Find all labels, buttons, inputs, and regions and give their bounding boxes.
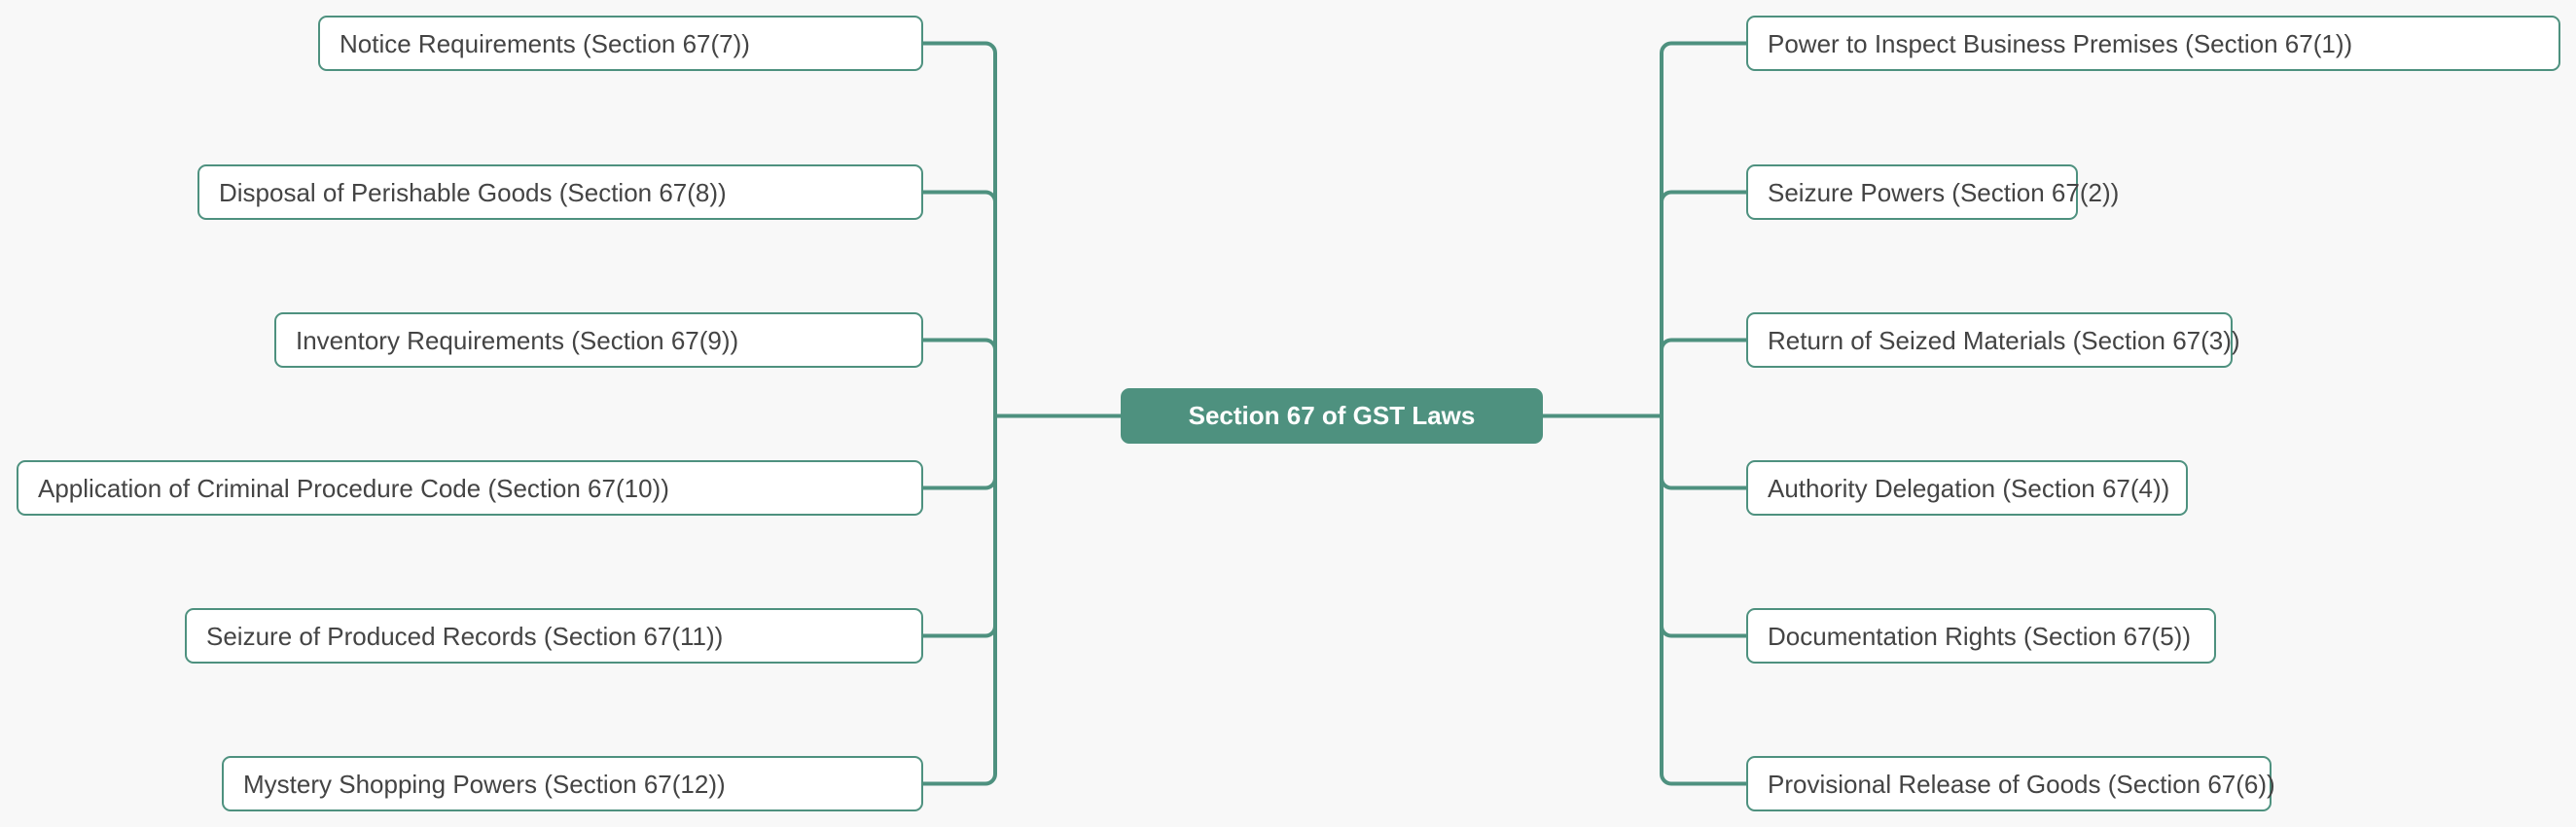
mindmap-node-left-6[interactable]: Mystery Shopping Powers (Section 67(12)) bbox=[222, 756, 923, 811]
connector-left-4 bbox=[921, 414, 997, 490]
connector-left-2 bbox=[921, 190, 997, 418]
mindmap-node-right-6[interactable]: Provisional Release of Goods (Section 67… bbox=[1746, 756, 2275, 811]
connector-left-1 bbox=[921, 41, 997, 418]
mindmap-node-left-1[interactable]: Notice Requirements (Section 67(7)) bbox=[318, 16, 923, 71]
mindmap-node-label: Application of Criminal Procedure Code (… bbox=[38, 473, 669, 503]
mindmap-node-right-4[interactable]: Authority Delegation (Section 67(4)) bbox=[1746, 460, 2188, 516]
mindmap-node-label: Seizure of Produced Records (Section 67(… bbox=[206, 621, 724, 651]
mindmap-node-label: Provisional Release of Goods (Section 67… bbox=[1768, 769, 2275, 799]
mindmap-node-label: Return of Seized Materials (Section 67(3… bbox=[1768, 325, 2240, 355]
mindmap-node-label: Mystery Shopping Powers (Section 67(12)) bbox=[243, 769, 726, 799]
mindmap-node-label: Documentation Rights (Section 67(5)) bbox=[1768, 621, 2191, 651]
mindmap-node-left-2[interactable]: Disposal of Perishable Goods (Section 67… bbox=[197, 164, 923, 220]
mindmap-node-left-4[interactable]: Application of Criminal Procedure Code (… bbox=[17, 460, 923, 516]
connector-right-4 bbox=[1660, 414, 1748, 490]
mindmap-node-right-1[interactable]: Power to Inspect Business Premises (Sect… bbox=[1746, 16, 2560, 71]
mindmap-node-label: Seizure Powers (Section 67(2)) bbox=[1768, 177, 2120, 207]
connector-right-1 bbox=[1660, 41, 1748, 418]
connector-right-5 bbox=[1660, 414, 1748, 638]
mindmap-node-label: Inventory Requirements (Section 67(9)) bbox=[296, 325, 739, 355]
mindmap-node-label: Authority Delegation (Section 67(4)) bbox=[1768, 473, 2170, 503]
connector-left-6 bbox=[921, 414, 997, 786]
mindmap-node-label: Notice Requirements (Section 67(7)) bbox=[340, 28, 750, 58]
connector-left-3 bbox=[921, 338, 997, 418]
connector-right-3 bbox=[1660, 338, 1748, 418]
mindmap-node-right-3[interactable]: Return of Seized Materials (Section 67(3… bbox=[1746, 312, 2240, 368]
mindmap-node-right-2[interactable]: Seizure Powers (Section 67(2)) bbox=[1746, 164, 2119, 220]
mindmap-node-right-5[interactable]: Documentation Rights (Section 67(5)) bbox=[1746, 608, 2216, 664]
root-node-label: Section 67 of GST Laws bbox=[1188, 401, 1476, 430]
mindmap-node-label: Disposal of Perishable Goods (Section 67… bbox=[219, 177, 727, 207]
mindmap-node-left-3[interactable]: Inventory Requirements (Section 67(9)) bbox=[274, 312, 923, 368]
mindmap-node-label: Power to Inspect Business Premises (Sect… bbox=[1768, 28, 2353, 58]
connector-right-2 bbox=[1660, 190, 1748, 418]
connector-left-5 bbox=[921, 414, 997, 638]
mindmap-node-left-5[interactable]: Seizure of Produced Records (Section 67(… bbox=[185, 608, 923, 664]
connector-right-6 bbox=[1660, 414, 1748, 786]
root-node[interactable]: Section 67 of GST Laws bbox=[1121, 388, 1543, 444]
